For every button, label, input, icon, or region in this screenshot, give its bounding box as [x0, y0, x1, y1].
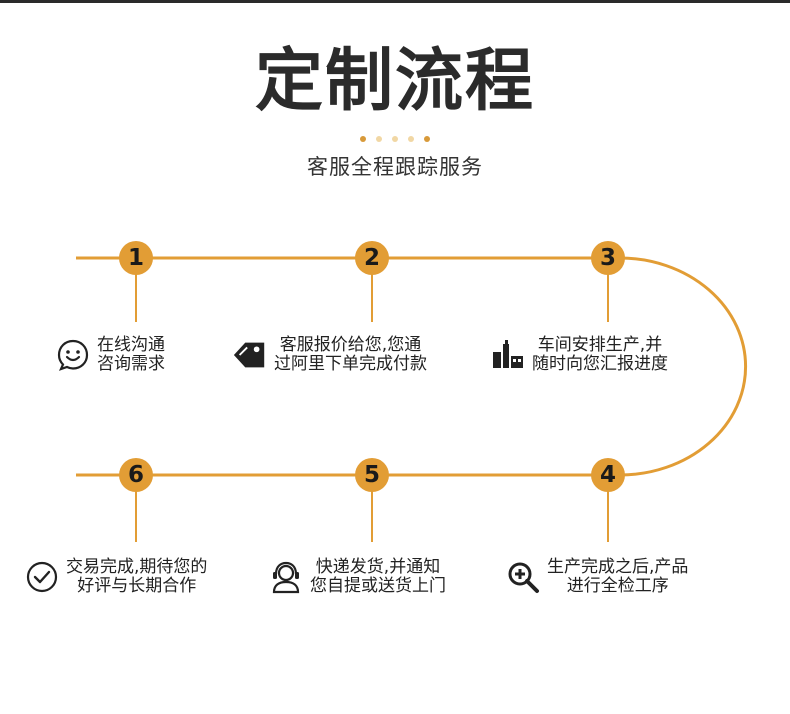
- step-badge-1: 1: [119, 241, 153, 275]
- check-circle-icon: [24, 559, 60, 595]
- dot: [392, 136, 398, 142]
- step-5-line-1: 快递发货,并通知: [315, 557, 441, 577]
- step-3: 车间安排生产,并 随时向您汇报进度: [490, 336, 668, 374]
- page-title: 定制流程: [254, 42, 535, 121]
- step-6-line-1: 交易完成,期待您的: [66, 557, 208, 577]
- step-1-line-1: 在线沟通: [97, 335, 165, 355]
- dot: [376, 136, 382, 142]
- flow-line-top: [76, 256, 747, 477]
- step-badge-4: 4: [591, 458, 625, 492]
- step-2: 客服报价给您,您通 过阿里下单完成付款: [232, 336, 427, 374]
- dot: [424, 136, 430, 142]
- step-1-line-2: 咨询需求: [97, 354, 165, 374]
- step-5: 快递发货,并通知 您自提或送货上门: [268, 558, 446, 596]
- dot: [408, 136, 414, 142]
- step-1: 在线沟通 咨询需求: [55, 336, 165, 374]
- step-badge-3: 3: [591, 241, 625, 275]
- smile-chat-icon: [55, 337, 91, 373]
- page-subtitle: 客服全程跟踪服务: [307, 155, 483, 179]
- dot: [360, 136, 366, 142]
- step-badge-6: 6: [119, 458, 153, 492]
- decorative-dots: [0, 136, 790, 142]
- step-2-line-2: 过阿里下单完成付款: [274, 354, 427, 374]
- step-5-line-2: 您自提或送货上门: [310, 576, 446, 596]
- step-6: 交易完成,期待您的 好评与长期合作: [24, 558, 207, 596]
- step-4-line-2: 进行全检工序: [566, 576, 669, 596]
- step-badge-2: 2: [355, 241, 389, 275]
- step-6-line-2: 好评与长期合作: [77, 576, 197, 596]
- step-badge-5: 5: [355, 458, 389, 492]
- factory-icon: [490, 337, 526, 373]
- customer-service-icon: [268, 559, 304, 595]
- price-tag-icon: [232, 337, 268, 373]
- step-3-line-1: 车间安排生产,并: [537, 335, 663, 355]
- top-border: [0, 0, 790, 3]
- step-3-line-2: 随时向您汇报进度: [532, 354, 668, 374]
- step-4-line-1: 生产完成之后,产品: [547, 557, 689, 577]
- step-2-line-1: 客服报价给您,您通: [279, 335, 422, 355]
- magnify-plus-icon: [505, 559, 541, 595]
- step-4: 生产完成之后,产品 进行全检工序: [505, 558, 688, 596]
